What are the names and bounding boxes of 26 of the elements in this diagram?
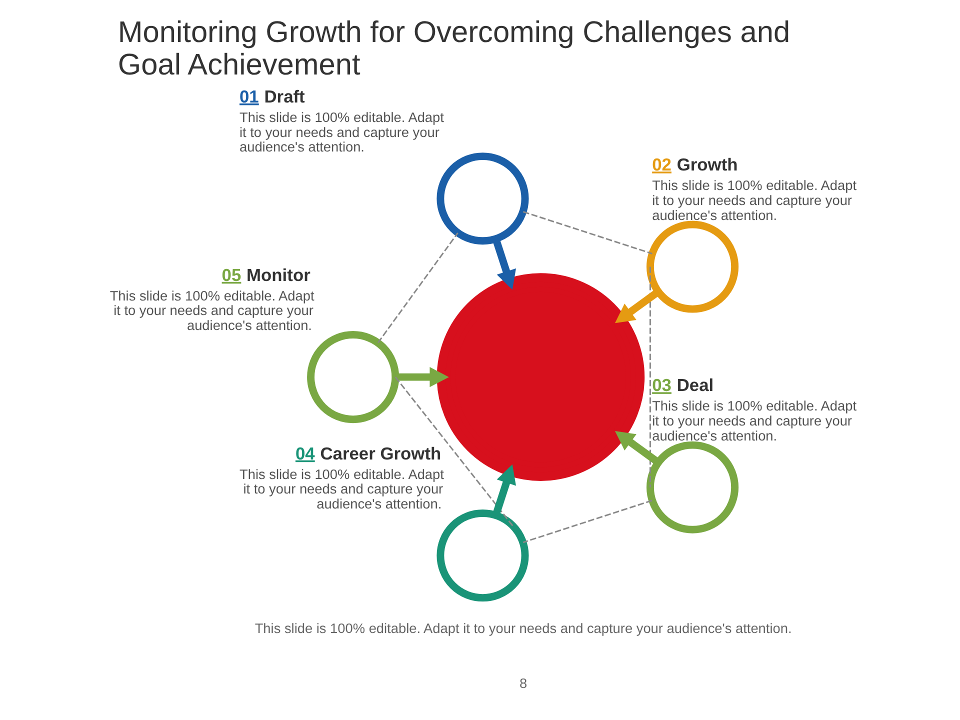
- arrow: [614, 431, 660, 466]
- diagram-title: Monitoring Growth for Overcoming Challenges and Goal Achievement: [117, 16, 790, 82]
- node-label: This slide is 100% editable. Adapt it to your needs and capture your audience's attention.: [239, 110, 444, 155]
- connector: [394, 376, 513, 526]
- node-label: 01 Draft: [239, 86, 304, 106]
- node-label: 03 Deal: [652, 375, 714, 396]
- node-circle: [436, 152, 528, 245]
- node-circle: [306, 331, 399, 424]
- node-circle: [646, 220, 738, 313]
- node-label: 04 Career Growth: [294, 443, 441, 464]
- connector: [648, 266, 650, 488]
- node-label: This slide is 100% editable. Adapt it to your needs and capture your audience's attention.: [652, 398, 856, 444]
- node-label: 05 Monitor: [221, 264, 310, 285]
- label: 8: [519, 676, 527, 691]
- node-label: This slide is 100% editable. Adapt it to your needs and capture your audience's attention.: [239, 466, 444, 512]
- node-label: 02 Growth: [652, 154, 738, 175]
- node-label: This slide is 100% editable. Adapt it to your needs and capture your audience's attention.: [652, 178, 856, 223]
- connector: [522, 211, 652, 254]
- connector: [522, 500, 652, 544]
- arrow: [492, 464, 516, 516]
- node-circle: [646, 441, 738, 534]
- arrow: [614, 288, 660, 324]
- connector: [376, 232, 458, 344]
- node-circle: [436, 509, 528, 602]
- node-label: This slide is 100% editable. Adapt it to your needs and capture your audience's attention.: [109, 288, 314, 334]
- label: This slide is 100% editable. Adapt it to your needs and capture your audience's attention.: [254, 621, 792, 636]
